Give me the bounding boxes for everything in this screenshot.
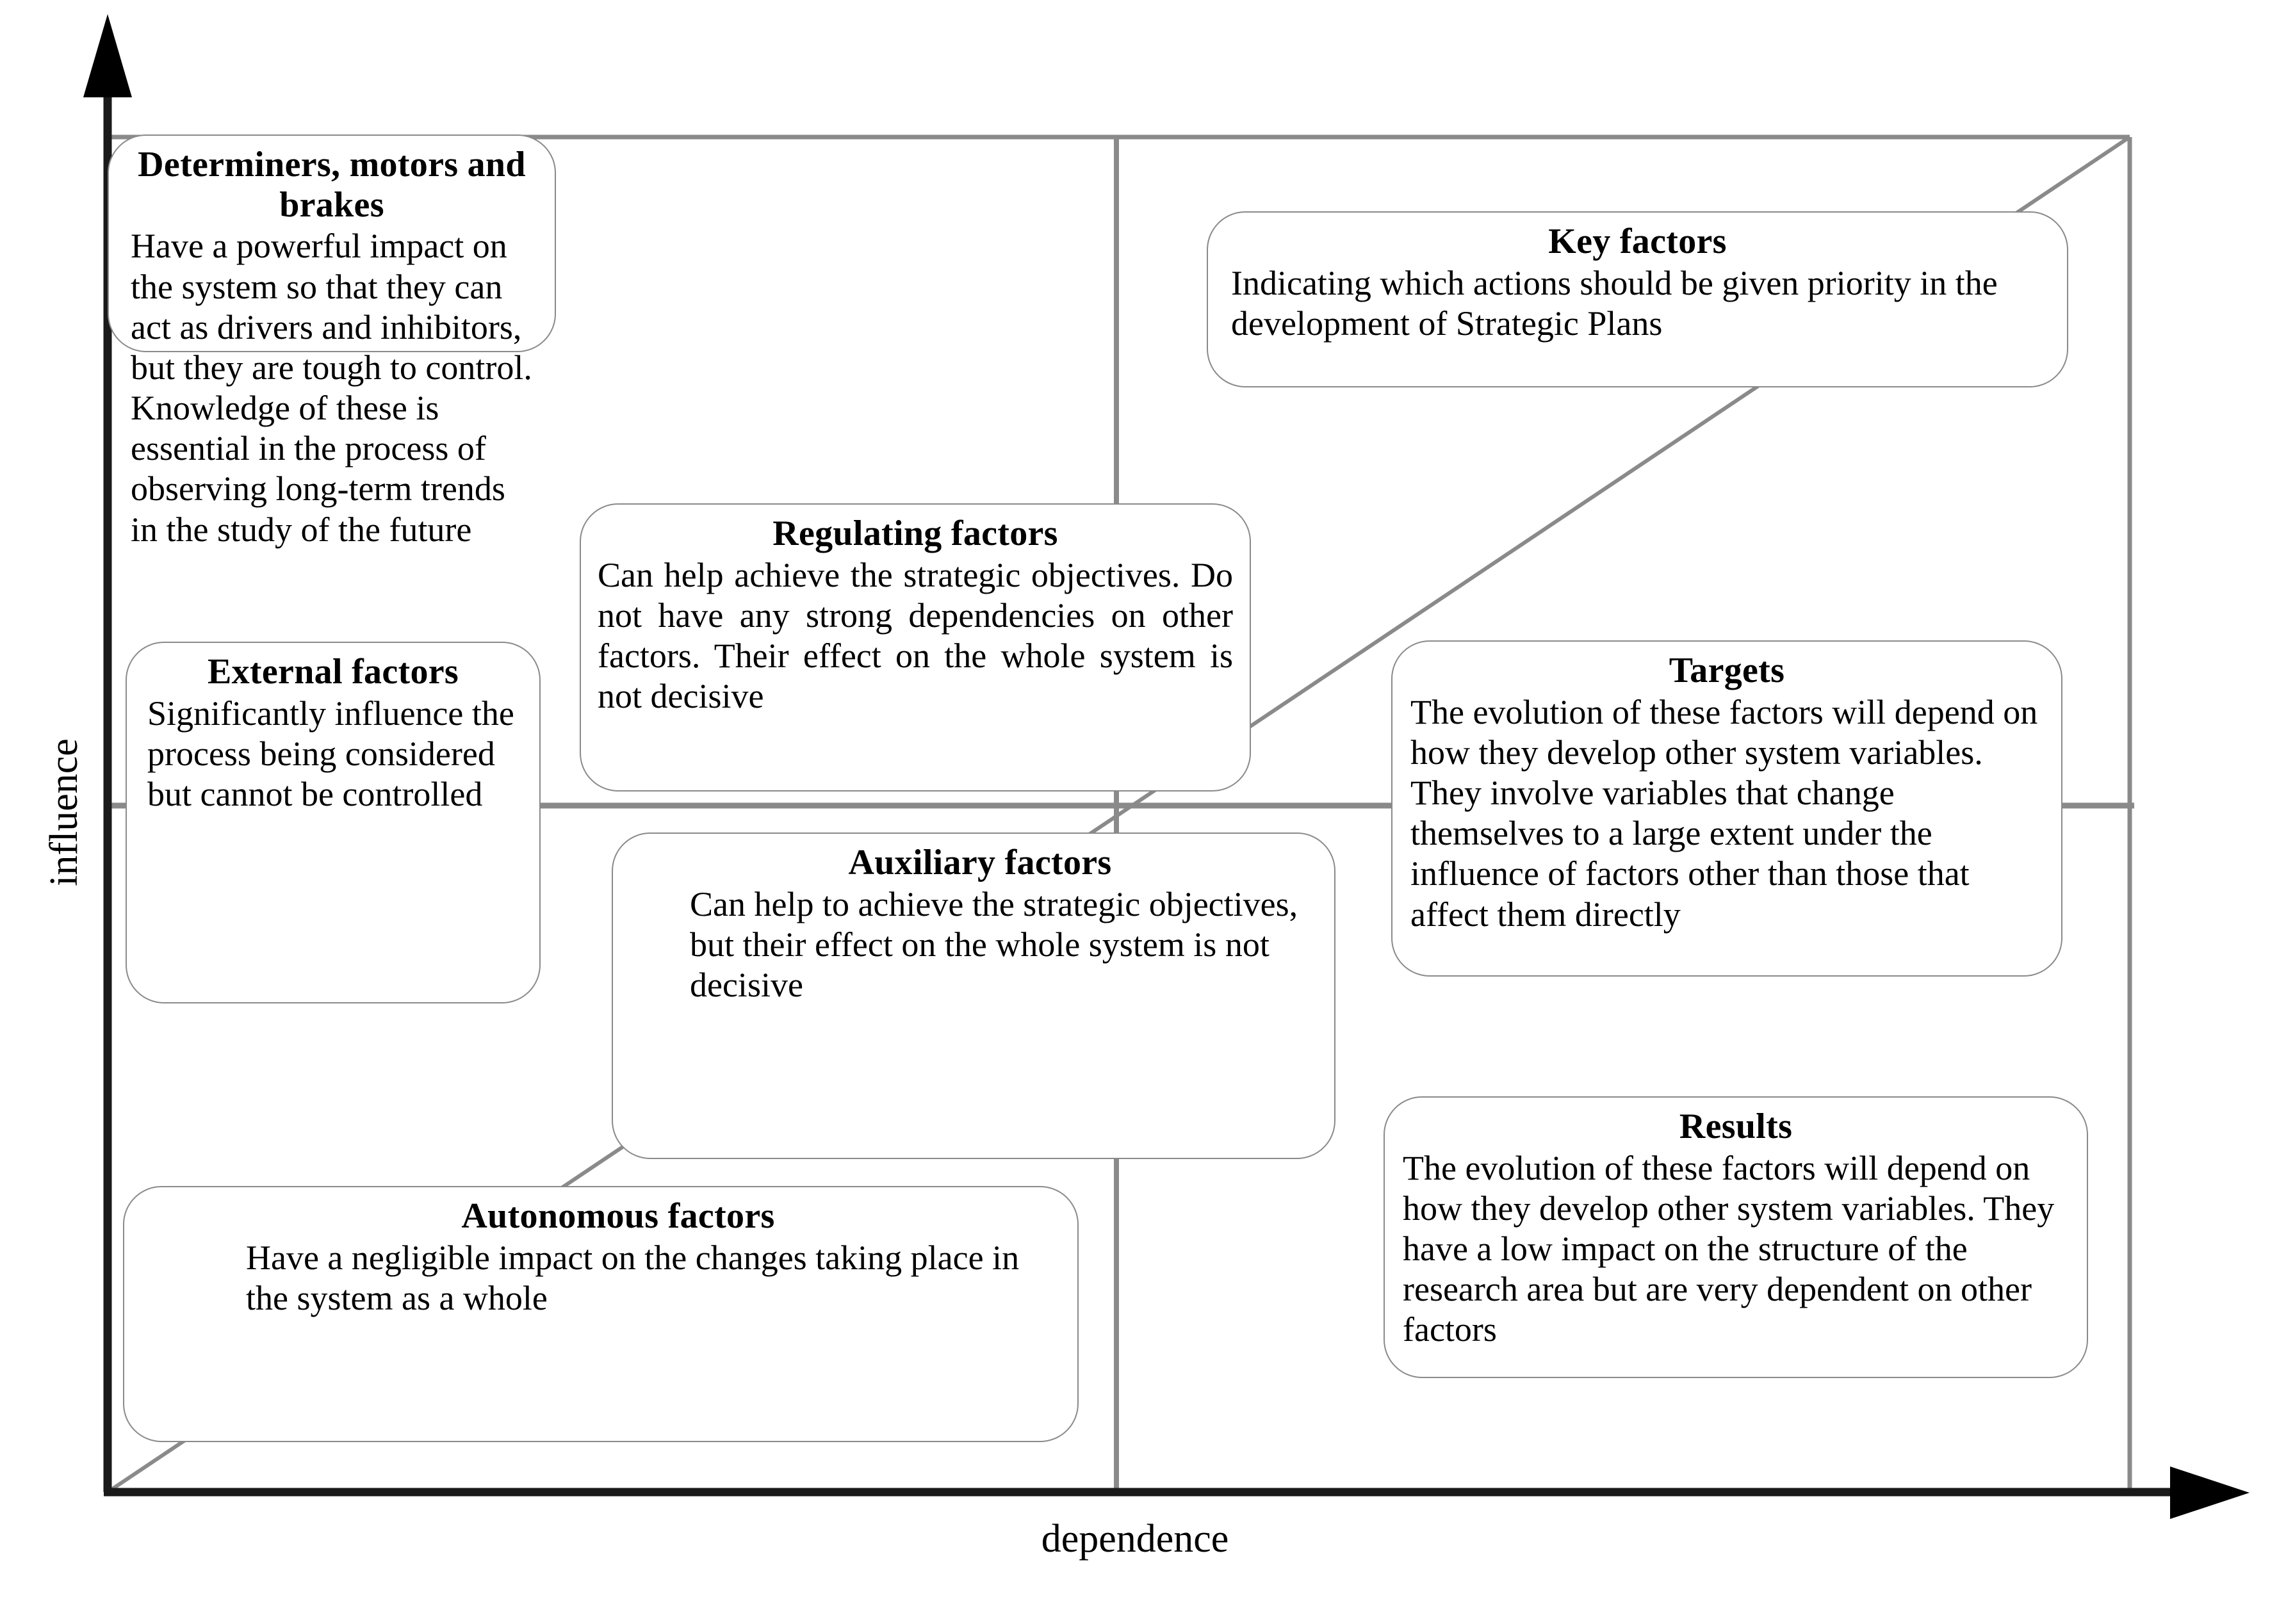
factor-box-regulating-factors[interactable]: Regulating factors Can help achieve the … bbox=[580, 503, 1251, 792]
factor-box-body: Have a negligible impact on the changes … bbox=[246, 1238, 1020, 1317]
factor-box-title: Results bbox=[1679, 1107, 1793, 1146]
factor-box-body: The evolution of these factors will depe… bbox=[1403, 1148, 2055, 1349]
factor-box-determiners[interactable]: Determiners, motors and brakes Have a po… bbox=[108, 134, 556, 549]
factor-box-body: The evolution of these factors will depe… bbox=[1410, 692, 2038, 934]
factor-box-title: Autonomous factors bbox=[461, 1196, 775, 1236]
factor-box-title: Regulating factors bbox=[772, 514, 1058, 553]
arrow-right-icon bbox=[2170, 1466, 2250, 1519]
factor-box-key-factors[interactable]: Key factors Indicating which actions sho… bbox=[1207, 211, 2068, 387]
factor-box-results[interactable]: Results The evolution of these factors w… bbox=[1384, 1096, 2088, 1378]
factor-box-title: Determiners, motors and brakes bbox=[138, 145, 526, 225]
arrow-up-icon-wing bbox=[85, 19, 130, 96]
factor-box-body: Can help to achieve the strategic object… bbox=[690, 884, 1298, 1005]
factor-box-auxiliary-factors[interactable]: Auxiliary factors Can help to achieve th… bbox=[612, 832, 1335, 1159]
factor-box-body: Can help achieve the strategic objective… bbox=[598, 555, 1233, 716]
factor-box-body: Indicating which actions should be given… bbox=[1231, 263, 1998, 343]
x-axis-label: dependence bbox=[1041, 1517, 1229, 1561]
factor-box-title: External factors bbox=[207, 652, 459, 692]
factor-box-title: Key factors bbox=[1548, 222, 1727, 261]
y-axis-label-text: influence bbox=[42, 738, 86, 886]
factor-box-title: Targets bbox=[1669, 651, 1785, 690]
factor-box-autonomous-factors[interactable]: Autonomous factors Have a negligible imp… bbox=[123, 1186, 1079, 1442]
factor-box-body: Have a powerful impact on the system so … bbox=[131, 227, 532, 549]
factor-box-body: Significantly influence the process bein… bbox=[147, 694, 514, 814]
factor-box-title: Auxiliary factors bbox=[848, 843, 1112, 882]
factor-box-external-factors[interactable]: External factors Significantly influence… bbox=[126, 642, 541, 1003]
factor-box-targets[interactable]: Targets The evolution of these factors w… bbox=[1391, 640, 2062, 977]
